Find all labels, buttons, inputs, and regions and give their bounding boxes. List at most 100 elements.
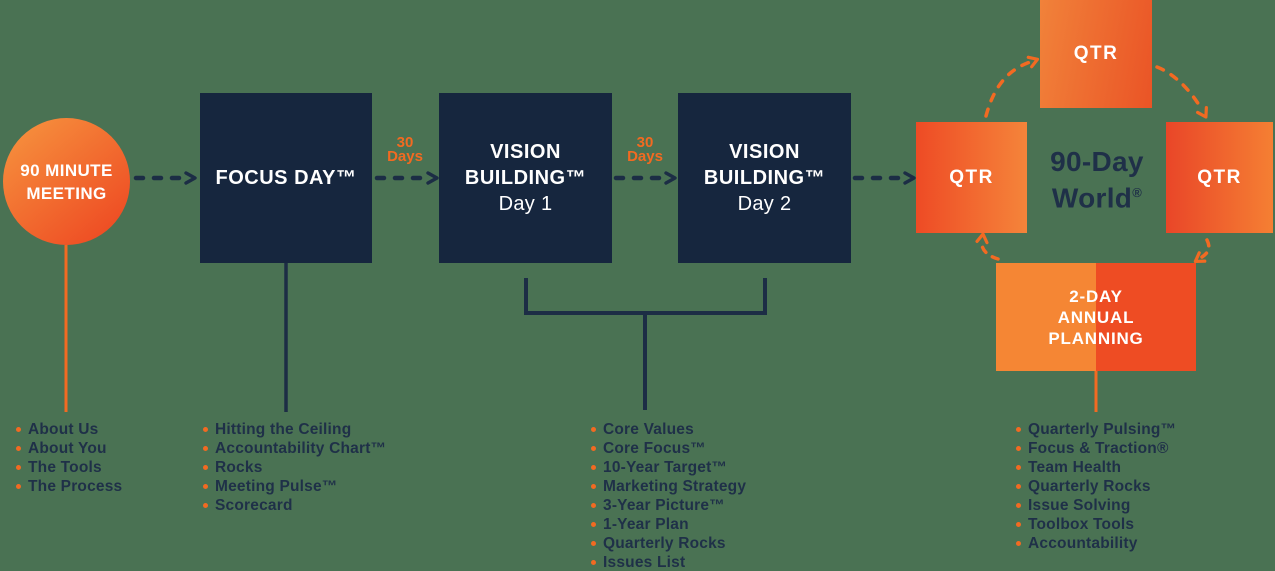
interval-30-days-2: 30 Days: [619, 134, 671, 165]
ninety-day-world-line2: World®: [1051, 182, 1143, 214]
arc-right-to-annual: [1193, 238, 1211, 264]
bullet-icon: [203, 484, 208, 489]
bullet-icon: [1016, 522, 1021, 527]
ninety-day-world-label: 90-Day World®: [1027, 146, 1167, 213]
list-item-label: 10-Year Target™: [603, 459, 728, 476]
vision-building-day1-box: VISION BUILDING™ Day 1: [439, 93, 612, 263]
vision-building-title: VISION BUILDING™: [464, 141, 587, 189]
interval-unit: Days: [387, 148, 423, 165]
list-item-label: 1-Year Plan: [603, 516, 689, 533]
bullet-icon: [203, 465, 208, 470]
qtr-label: QTR: [949, 166, 994, 188]
list-item: Core Focus™: [591, 439, 746, 458]
qtr-label: QTR: [1197, 166, 1242, 188]
list-item: 1-Year Plan: [591, 515, 746, 534]
vision-building-title: VISION BUILDING™: [703, 141, 826, 189]
ninety-day-world-topics-list: Quarterly Pulsing™ Focus & Traction® Team …: [1016, 420, 1176, 553]
vision-building-day2-box: VISION BUILDING™ Day 2: [678, 93, 851, 263]
list-item-label: Issue Solving: [1028, 497, 1131, 514]
list-item-label: Accountability: [1028, 535, 1138, 552]
bullet-icon: [1016, 427, 1021, 432]
bullet-icon: [16, 465, 21, 470]
annual-planning-box: 2-DAY ANNUAL PLANNING: [996, 263, 1196, 371]
list-item: Focus & Traction®: [1016, 439, 1176, 458]
list-item-label: The Process: [28, 478, 123, 495]
list-item: Marketing Strategy: [591, 477, 746, 496]
interval-value: 30: [636, 134, 654, 151]
list-item: Hitting the Ceiling: [203, 420, 386, 439]
list-item: Quarterly Pulsing™: [1016, 420, 1176, 439]
arc-annual-to-left: [975, 232, 1000, 261]
list-item-label: 3-Year Picture™: [603, 497, 725, 514]
list-item: Rocks: [203, 458, 386, 477]
bullet-icon: [203, 503, 208, 508]
list-item-label: Quarterly Rocks: [1028, 478, 1151, 495]
qtr-left-box: QTR: [916, 122, 1027, 233]
bullet-icon: [203, 446, 208, 451]
ninety-day-world-line1: 90-Day: [1050, 146, 1144, 177]
bullet-icon: [591, 427, 596, 432]
annual-planning-line1: 2-DAY: [1069, 286, 1123, 306]
list-item: 3-Year Picture™: [591, 496, 746, 515]
list-item: Issue Solving: [1016, 496, 1176, 515]
list-item: The Tools: [16, 458, 122, 477]
annual-planning-line3: PLANNING: [1048, 328, 1144, 348]
interval-30-days-1: 30 Days: [379, 134, 431, 165]
list-item-label: Issues List: [603, 554, 686, 571]
focus-day-label: FOCUS DAY™: [215, 167, 357, 189]
list-item-label: Quarterly Pulsing™: [1028, 421, 1177, 438]
list-item-label: About You: [28, 440, 107, 457]
list-item-label: Meeting Pulse™: [215, 478, 338, 495]
list-item-label: Quarterly Rocks: [603, 535, 726, 552]
qtr-label: QTR: [1073, 43, 1119, 64]
arc-left-to-top: [984, 55, 1040, 118]
list-item: Accountability: [1016, 534, 1176, 553]
list-item: Quarterly Rocks: [591, 534, 746, 553]
bullet-icon: [591, 541, 596, 546]
list-item-label: Team Health: [1028, 459, 1122, 476]
bullet-icon: [591, 503, 596, 508]
bullet-icon: [16, 427, 21, 432]
bullet-icon: [16, 446, 21, 451]
ninety-minute-meeting-node: 90 MINUTE MEETING: [3, 118, 130, 245]
bullet-icon: [591, 484, 596, 489]
list-item-label: About Us: [28, 421, 99, 438]
bullet-icon: [16, 484, 21, 489]
bullet-icon: [591, 560, 596, 565]
list-item-label: Core Values: [603, 421, 694, 438]
annual-planning-line2: ANNUAL: [1057, 307, 1135, 327]
list-item: Core Values: [591, 420, 746, 439]
list-item: About You: [16, 439, 122, 458]
list-item: Toolbox Tools: [1016, 515, 1176, 534]
bullet-icon: [1016, 503, 1021, 508]
bullet-icon: [1016, 446, 1021, 451]
list-item-label: Accountability Chart™: [215, 440, 387, 457]
list-item: Scorecard: [203, 496, 386, 515]
list-item: Accountability Chart™: [203, 439, 386, 458]
list-item: Meeting Pulse™: [203, 477, 386, 496]
qtr-right-box: QTR: [1166, 122, 1273, 233]
list-item: The Process: [16, 477, 122, 496]
list-item-label: Scorecard: [215, 497, 293, 514]
interval-value: 30: [396, 134, 414, 151]
bullet-icon: [1016, 484, 1021, 489]
bullet-icon: [591, 446, 596, 451]
arc-top-to-right: [1155, 65, 1208, 119]
bullet-icon: [591, 522, 596, 527]
list-item: Quarterly Rocks: [1016, 477, 1176, 496]
list-item-label: The Tools: [28, 459, 102, 476]
list-item: 10-Year Target™: [591, 458, 746, 477]
list-item-label: Marketing Strategy: [603, 478, 747, 495]
list-item-label: Focus & Traction®: [1028, 440, 1169, 457]
focus-day-box: FOCUS DAY™: [200, 93, 372, 263]
list-item: Team Health: [1016, 458, 1176, 477]
bullet-icon: [1016, 541, 1021, 546]
interval-unit: Days: [627, 148, 663, 165]
list-item-label: Toolbox Tools: [1028, 516, 1135, 533]
bullet-icon: [203, 427, 208, 432]
list-item-label: Rocks: [215, 459, 263, 476]
